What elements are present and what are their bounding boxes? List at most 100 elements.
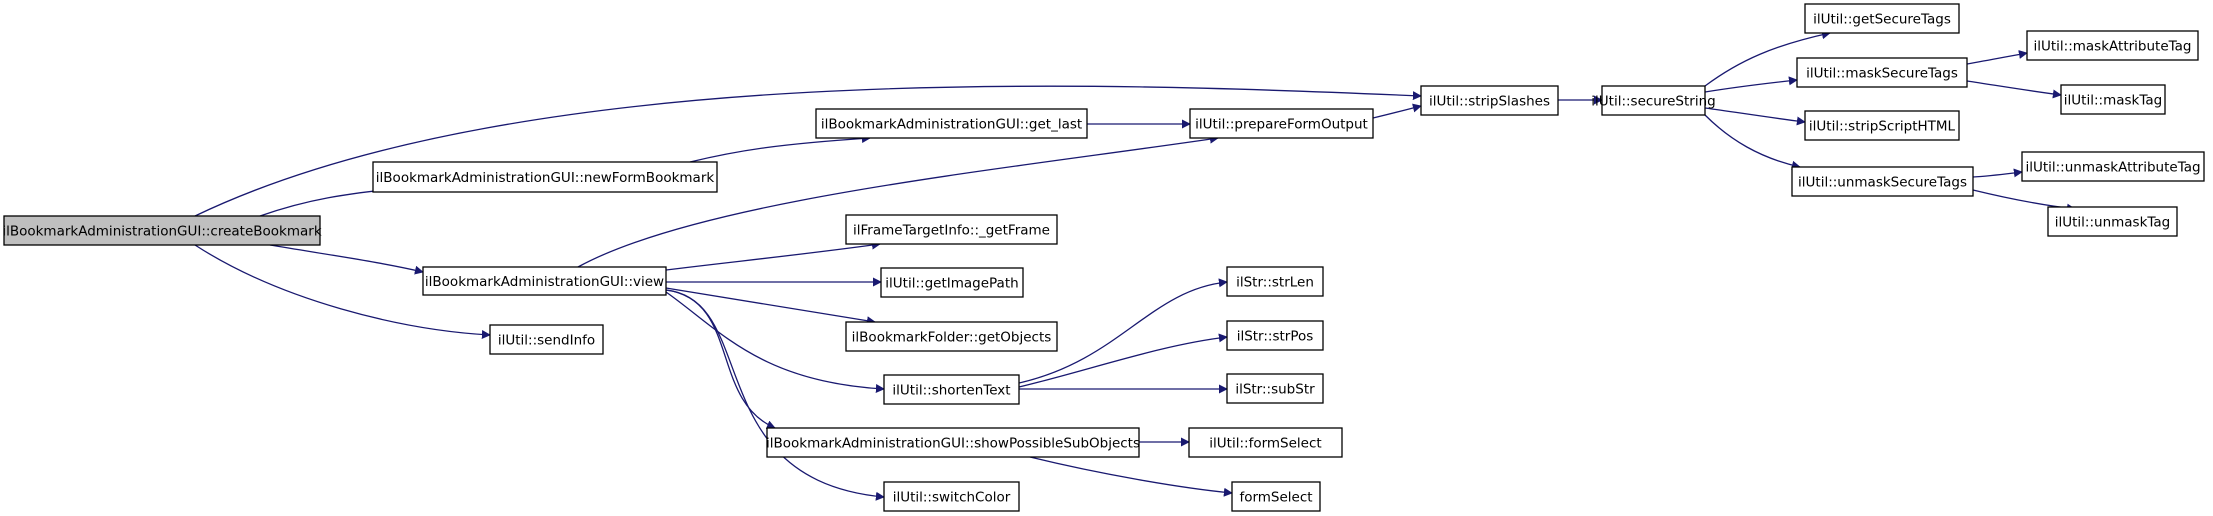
node-label: ilBookmarkAdministrationGUI::createBookm… — [2, 224, 322, 240]
node-n15[interactable]: ilUtil::maskSecureTags — [1796, 57, 1968, 88]
node-n9[interactable]: ilUtil::shortenText — [883, 374, 1020, 405]
node-n26[interactable]: formSelect — [1231, 481, 1321, 512]
edge-n15-to-n18 — [1966, 50, 2028, 65]
node-box — [883, 481, 1020, 512]
node-n17[interactable]: ilUtil::unmaskSecureTags — [1791, 166, 1974, 197]
node-label: ilUtil::switchColor — [893, 490, 1011, 506]
node-box — [1231, 481, 1321, 512]
node-label: ilUtil::stripSlashes — [1429, 94, 1550, 110]
node-n5[interactable]: ilUtil::prepareFormOutput — [1189, 108, 1374, 139]
edge-n13-to-n17 — [1704, 114, 1801, 170]
node-label: ilUtil::formSelect — [1209, 436, 1321, 452]
node-n23[interactable]: ilStr::strPos — [1226, 320, 1324, 351]
node-n12[interactable]: ilUtil::stripSlashes — [1420, 85, 1559, 116]
edge-n15-to-n19 — [1966, 80, 2062, 99]
node-box — [1796, 57, 1968, 88]
node-box — [1804, 110, 1960, 141]
node-box — [1226, 373, 1324, 404]
node-label: ilUtil::shortenText — [892, 383, 1010, 399]
node-n10[interactable]: ilBookmarkAdministrationGUI::showPossibl… — [766, 427, 1140, 458]
node-label: ilBookmarkFolder::getObjects — [852, 330, 1052, 346]
edge-n2-to-n6 — [665, 240, 881, 271]
node-box — [1226, 266, 1324, 297]
edge-n5-to-n12 — [1372, 103, 1422, 119]
node-n6[interactable]: ilFrameTargetInfo::_getFrame — [845, 214, 1058, 245]
node-label: ilUtil::unmaskAttributeTag — [2025, 160, 2200, 176]
node-n11[interactable]: ilUtil::switchColor — [883, 481, 1020, 512]
node-n24[interactable]: ilStr::subStr — [1226, 373, 1324, 404]
node-label: ilUtil::sendInfo — [498, 333, 595, 349]
node-n20[interactable]: ilUtil::unmaskAttributeTag — [2021, 151, 2205, 182]
node-label: ilFrameTargetInfo::_getFrame — [853, 223, 1050, 239]
edge-n2-to-n10 — [665, 289, 776, 429]
node-box — [880, 267, 1024, 298]
edge-n0-to-n2 — [269, 244, 424, 275]
node-box — [489, 324, 604, 355]
node-n2[interactable]: ilBookmarkAdministrationGUI::view — [422, 266, 667, 296]
node-box — [2060, 84, 2166, 115]
node-box — [372, 161, 718, 193]
node-box — [1420, 85, 1559, 116]
node-box — [815, 108, 1088, 139]
node-box — [1189, 108, 1374, 139]
edge-n0-to-n12 — [194, 85, 1422, 217]
node-n8[interactable]: ilBookmarkFolder::getObjects — [845, 321, 1058, 352]
edge-n9-to-n23 — [1018, 333, 1228, 388]
node-n25[interactable]: ilUtil::formSelect — [1188, 427, 1343, 458]
node-label: ilBookmarkAdministrationGUI::get_last — [821, 117, 1082, 133]
edge-n10-to-n26 — [1029, 456, 1233, 497]
node-label: ilStr::strLen — [1236, 275, 1314, 291]
node-n7[interactable]: ilUtil::getImagePath — [880, 267, 1024, 298]
node-n22[interactable]: ilStr::strLen — [1226, 266, 1324, 297]
node-n18[interactable]: ilUtil::maskAttributeTag — [2026, 30, 2199, 61]
edge-n2-to-n9 — [665, 291, 885, 394]
node-label: ilUtil::secureString — [1591, 94, 1715, 110]
node-n3[interactable]: ilUtil::sendInfo — [489, 324, 604, 355]
node-label: ilUtil::maskTag — [2064, 93, 2162, 109]
node-label: ilUtil::getImagePath — [885, 276, 1018, 292]
node-box — [1601, 85, 1706, 116]
node-n16[interactable]: ilUtil::stripScriptHTML — [1804, 110, 1960, 141]
node-n0[interactable]: ilBookmarkAdministrationGUI::createBookm… — [2, 215, 322, 246]
node-box — [2047, 206, 2178, 237]
node-box — [2026, 30, 2199, 61]
edge-n2-to-n5 — [577, 134, 1219, 268]
edge-n17-to-n21 — [1972, 189, 2076, 213]
edge-n9-to-n22 — [1018, 278, 1228, 384]
node-box — [2021, 151, 2205, 182]
node-label: ilUtil::unmaskTag — [2055, 215, 2171, 231]
node-n14[interactable]: ilUtil::getSecureTags — [1804, 3, 1960, 34]
edge-n2-to-n11 — [665, 289, 885, 501]
node-label: ilUtil::stripScriptHTML — [1809, 119, 1956, 135]
node-box — [1188, 427, 1343, 458]
edge-n1-to-n4 — [689, 134, 871, 163]
node-box — [845, 214, 1058, 245]
node-box — [845, 321, 1058, 352]
node-n1[interactable]: ilBookmarkAdministrationGUI::newFormBook… — [372, 161, 718, 193]
node-box — [1226, 320, 1324, 351]
node-box — [3, 215, 321, 246]
node-box — [1791, 166, 1974, 197]
node-label: ilBookmarkAdministrationGUI::showPossibl… — [766, 436, 1140, 452]
node-n13[interactable]: ilUtil::secureString — [1591, 85, 1716, 116]
edge-n2-to-n8 — [665, 287, 876, 326]
node-label: ilStr::strPos — [1237, 329, 1314, 345]
node-box — [1804, 3, 1960, 34]
node-label: ilBookmarkAdministrationGUI::newFormBook… — [376, 170, 715, 186]
node-label: ilUtil::maskAttributeTag — [2033, 39, 2191, 55]
node-layer: ilBookmarkAdministrationGUI::createBookm… — [2, 3, 2205, 512]
node-label: ilUtil::prepareFormOutput — [1195, 117, 1368, 133]
node-n19[interactable]: ilUtil::maskTag — [2060, 84, 2166, 115]
node-label: ilUtil::unmaskSecureTags — [1798, 175, 1967, 191]
edge-n13-to-n16 — [1704, 107, 1806, 126]
node-label: ilUtil::maskSecureTags — [1806, 66, 1958, 82]
node-label: ilStr::subStr — [1235, 382, 1315, 398]
node-box — [883, 374, 1020, 405]
edge-layer — [194, 30, 2076, 501]
node-n21[interactable]: ilUtil::unmaskTag — [2047, 206, 2178, 237]
node-n4[interactable]: ilBookmarkAdministrationGUI::get_last — [815, 108, 1088, 139]
node-box — [766, 427, 1140, 458]
edge-n0-to-n3 — [194, 244, 491, 340]
node-label: ilBookmarkAdministrationGUI::view — [425, 274, 664, 290]
